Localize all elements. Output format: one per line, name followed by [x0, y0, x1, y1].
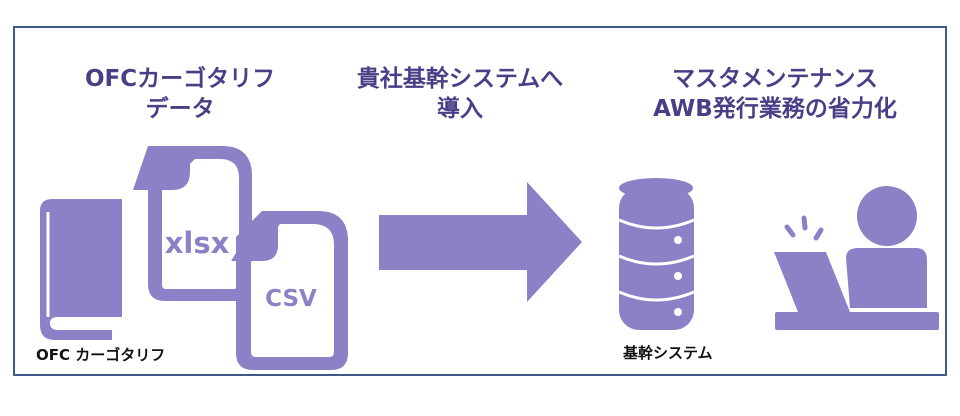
xlsx-file-icon: xlsx	[133, 146, 252, 301]
database-icon	[618, 178, 695, 330]
book-icon	[40, 199, 122, 340]
right-arrow-icon	[379, 182, 582, 302]
database-caption: 基幹システム	[623, 344, 713, 362]
csv-label: CSV	[265, 286, 317, 312]
benefit-heading: マスタメンテナンス AWB発行業務の省力化	[630, 64, 920, 124]
person-at-laptop-icon	[774, 186, 939, 330]
source-data-heading-line2: データ	[145, 96, 215, 122]
source-data-heading-line1: OFCカーゴタリフ	[85, 66, 276, 92]
xlsx-label: xlsx	[165, 226, 230, 260]
source-data-heading: OFCカーゴタリフ データ	[85, 64, 275, 124]
import-heading-line2: 導入	[437, 96, 483, 122]
import-heading-line1: 貴社基幹システムへ	[356, 66, 564, 92]
diagram-frame	[13, 26, 947, 376]
csv-file-icon: CSV	[231, 211, 348, 370]
import-heading: 貴社基幹システムへ 導入	[350, 64, 570, 124]
benefit-heading-line1: マスタメンテナンス	[672, 66, 878, 92]
tariff-caption: OFC カーゴタリフ	[36, 346, 166, 364]
benefit-heading-line2: AWB発行業務の省力化	[653, 96, 897, 122]
